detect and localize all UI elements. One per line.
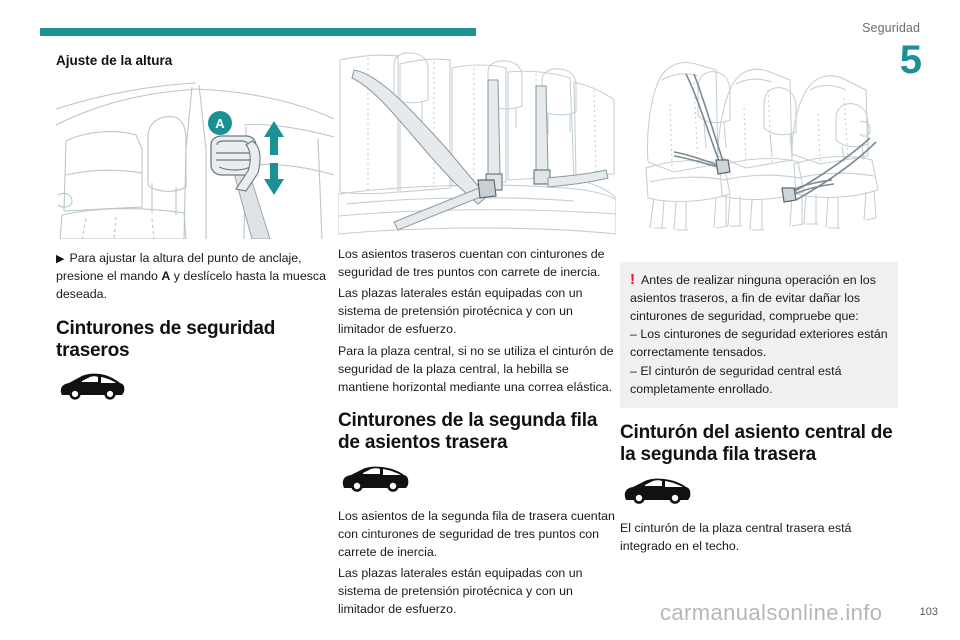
warning-item-1: – Los cinturones de seguridad exteriores…: [630, 327, 888, 360]
chapter-number: 5: [899, 38, 922, 82]
header-rule: [40, 28, 476, 36]
header-section-title: Seguridad: [862, 21, 920, 35]
hatchback-silhouette-icon: [60, 374, 125, 401]
warning-exclamation-icon: !: [630, 271, 635, 288]
warning-item-2: – El cinturón de seguridad central está …: [630, 363, 842, 396]
up-down-arrow-icon: [264, 121, 284, 196]
warning-text-body: Antes de realizar ninguna operación en l…: [630, 273, 876, 324]
callout-label-a: A: [208, 111, 232, 136]
suv-silhouette-icon: [342, 466, 409, 492]
column-2-main-title: Cinturones de la segunda fila de asiento…: [338, 409, 598, 454]
instruction-control-label: A: [161, 269, 171, 284]
column-3-paragraph-1: El cinturón de la plaza central trasera …: [620, 520, 852, 553]
content-columns: Ajuste de la altura: [0, 52, 960, 616]
column-2: Los asientos traseros cuentan con cintur…: [338, 52, 616, 621]
column-3-main-title: Cinturón del asiento central de la segun…: [620, 421, 893, 466]
page-header: Seguridad 5: [0, 0, 960, 80]
column-1: Ajuste de la altura: [56, 52, 334, 414]
column-2-paragraph-3: Para la plaza central, si no se utiliza …: [338, 343, 614, 394]
instruction-text-part2: y deslícelo hasta la muesca deseada.: [56, 269, 326, 302]
column-1-instruction: ▶Para ajustar la altura del punto de anc…: [56, 249, 334, 303]
column-2-paragraph-1: Los asientos traseros cuentan con cintur…: [338, 247, 605, 280]
column-1-heading: Ajuste de la altura: [56, 53, 173, 68]
column-2-paragraph-4: Los asientos de la segunda fila de trase…: [338, 508, 615, 559]
seatbelt-height-adjuster-illustration: A: [56, 79, 334, 240]
bullet-arrow-icon: ▶: [56, 253, 65, 266]
page-number: 103: [919, 606, 938, 618]
column-2-paragraph-2: Las plazas laterales están equipadas con…: [338, 286, 583, 337]
three-individual-rear-seats-illustration: [620, 52, 898, 252]
instruction-text-part1: Para ajustar la altura del punto de ancl…: [56, 251, 302, 284]
warning-text-main: !Antes de realizar ninguna operación en …: [630, 271, 888, 325]
column-1-main-title: Cinturones de seguridad traseros: [56, 317, 276, 361]
suv-silhouette-icon: [624, 478, 691, 504]
rear-bench-seatbelts-illustration: [338, 52, 616, 237]
watermark: carmanualsonline.info: [660, 600, 883, 625]
column-3: !Antes de realizar ninguna operación en …: [620, 52, 898, 558]
warning-box: !Antes de realizar ninguna operación en …: [620, 262, 898, 408]
column-2-paragraph-5: Las plazas laterales están equipadas con…: [338, 566, 583, 617]
svg-text:A: A: [215, 116, 225, 131]
